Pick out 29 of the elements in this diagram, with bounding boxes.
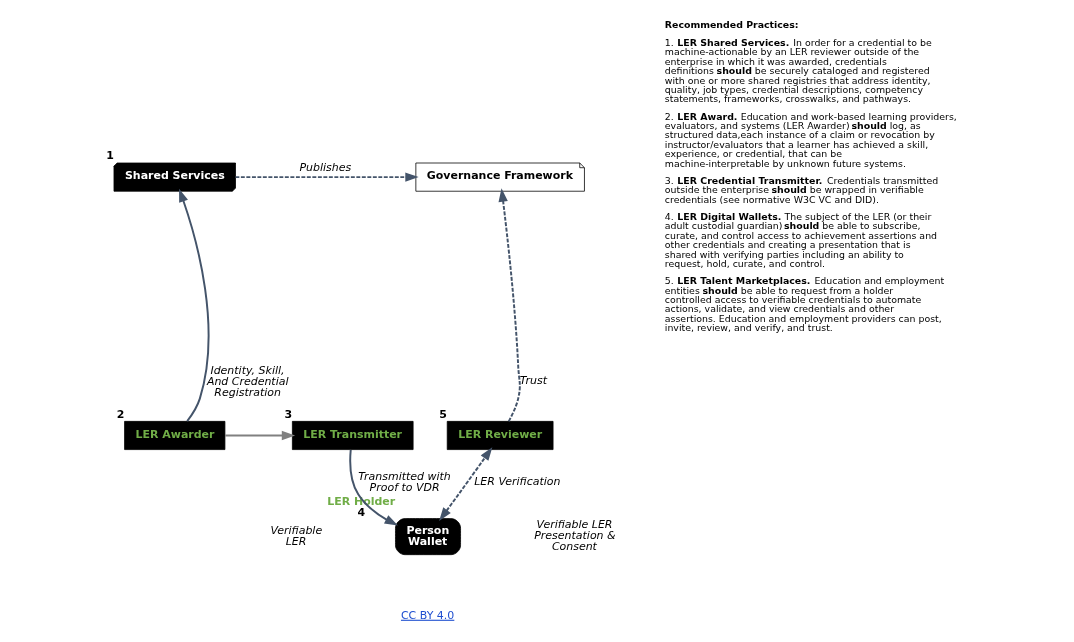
label: 5. LER Talent Marketplaces. Education and employment entities should be able to request from a holder controlled access to verifiable credentials to automate actions, validate, and view credentials and other assertions. Education and employment providers can post, invite, review, and verify, and trust. bbox=[664, 275, 945, 334]
node-label: 1 bbox=[106, 149, 114, 163]
node-box: LER Transmitter bbox=[291, 420, 414, 450]
node-label: 3 bbox=[284, 407, 293, 421]
node-label: 5 bbox=[439, 407, 448, 421]
label: Verifiable LER bbox=[270, 523, 323, 548]
edge-label: Identity, Skill, And Credential Registration bbox=[206, 363, 289, 399]
node-box: Person Wallet bbox=[395, 518, 461, 556]
node-label: 2 bbox=[116, 407, 125, 421]
node-box: LER Awarder bbox=[124, 420, 226, 450]
arrow bbox=[224, 430, 296, 441]
arrow bbox=[234, 172, 419, 182]
node-box: LER Reviewer bbox=[446, 420, 554, 450]
label: 4. LER Digital Wallets. The subject of the LER (or their adult custodial guardian) should be able to subscribe, curate, and control access to achievement assertions and other credentials and creating a presentation that is shared with verifying parties including an ability to request, hold, curate, and control. bbox=[664, 210, 938, 269]
edge-label: Trust bbox=[519, 374, 548, 388]
label: 3. LER Credential Transmitter. Credentials transmitted outside the enterprise should be wrapped in verifiable credentials (see normative W3C VC and DID). bbox=[664, 174, 939, 205]
label: 2. LER Award. Education and work-based learning providers, evaluators, and systems (LER Awarder) should log, as structured data,each instance of a claim or revocation by instructor/evaluators that a learner has achieved a skill, experience, or credential, that can be machine-interpretable by unknown future systems. bbox=[664, 110, 957, 169]
edge-label: Publishes bbox=[299, 161, 352, 174]
arrow bbox=[349, 448, 398, 526]
edge-label: LER Verification bbox=[474, 475, 561, 489]
arrow bbox=[439, 447, 493, 521]
label: Recommended Practices: bbox=[664, 18, 799, 30]
label: Verifiable LER Presentation & Consent bbox=[534, 518, 616, 554]
label: 1. LER Shared Services. In order for a credential to be machine-actionable by an LER reviewer outside of the enterprise in which it was awarded, credentials definitions should be securely cataloged and registered with one or more shared registries that address identity, quality, job types, credential descriptions, competency statements, frameworks, crosswalks, and pathways. bbox=[664, 36, 932, 105]
arrow bbox=[179, 188, 210, 423]
arrow bbox=[498, 188, 521, 423]
edge-label: Transmitted with Proof to VDR bbox=[358, 470, 451, 495]
node-label: 4 bbox=[357, 505, 366, 519]
label: CC BY 4.0 bbox=[400, 608, 455, 622]
